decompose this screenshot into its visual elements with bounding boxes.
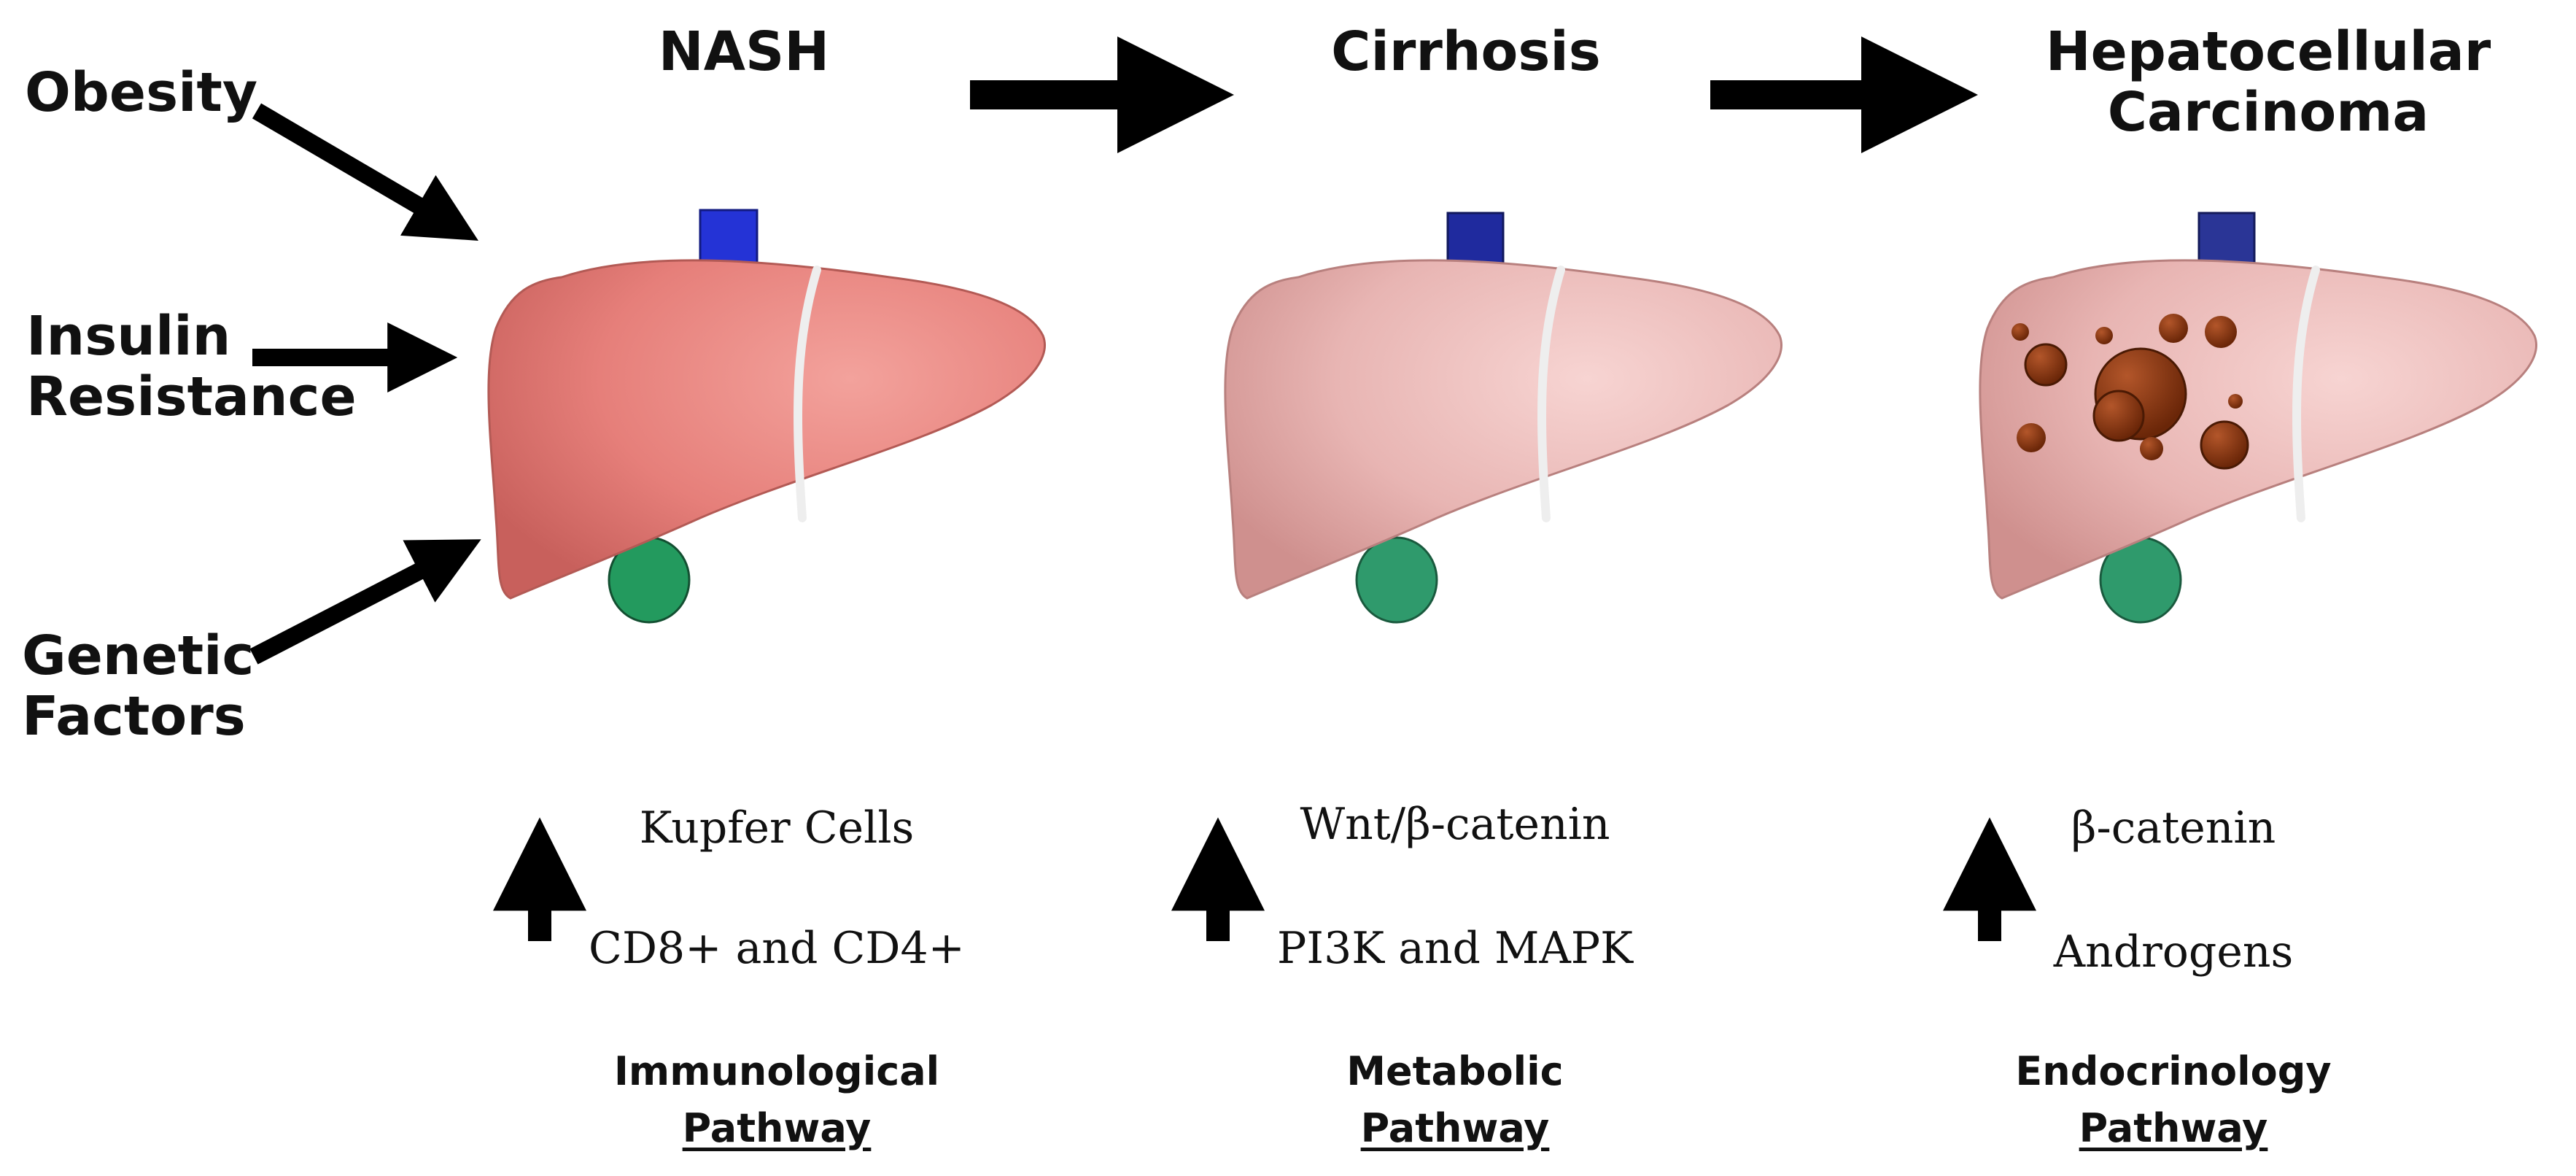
- marker-androgens: Androgens: [2053, 927, 2294, 978]
- hcc-title: Hepatocellular Carcinoma: [2045, 20, 2491, 144]
- nash-liver: [487, 209, 1046, 624]
- vena-cava-icon: [699, 209, 759, 270]
- hcc-liver: [1979, 212, 2537, 624]
- tumor-nodules: [2011, 314, 2249, 470]
- marker-cd8-cd4: CD8+ and CD4+: [589, 923, 965, 974]
- cirrhosis-title: Cirrhosis: [1331, 20, 1601, 83]
- obesity-label: Obesity: [25, 61, 258, 124]
- marker-pi3k-mapk: PI3K and MAPK: [1277, 923, 1633, 974]
- insulin-resistance-label: Insulin Resistance: [26, 305, 357, 428]
- nash-title: NASH: [658, 20, 830, 83]
- gallbladder-icon: [1355, 536, 1438, 624]
- metabolic-pathway-label: Metabolic Pathway: [1346, 1048, 1564, 1152]
- genetic-factors-label: Genetic Factors: [22, 624, 255, 748]
- immunological-pathway-label: Immunological Pathway: [613, 1048, 940, 1152]
- cirrhosis-liver: [1224, 212, 1782, 624]
- marker-wnt-beta-catenin: Wnt/β-catenin: [1300, 799, 1610, 850]
- marker-kupfer-cells: Kupfer Cells: [639, 802, 915, 854]
- endocrinology-pathway-label: Endocrinology Pathway: [2015, 1048, 2332, 1152]
- obesity-arrow: [252, 103, 478, 241]
- genetic-arrow: [249, 539, 481, 665]
- marker-beta-catenin: β-catenin: [2071, 802, 2276, 854]
